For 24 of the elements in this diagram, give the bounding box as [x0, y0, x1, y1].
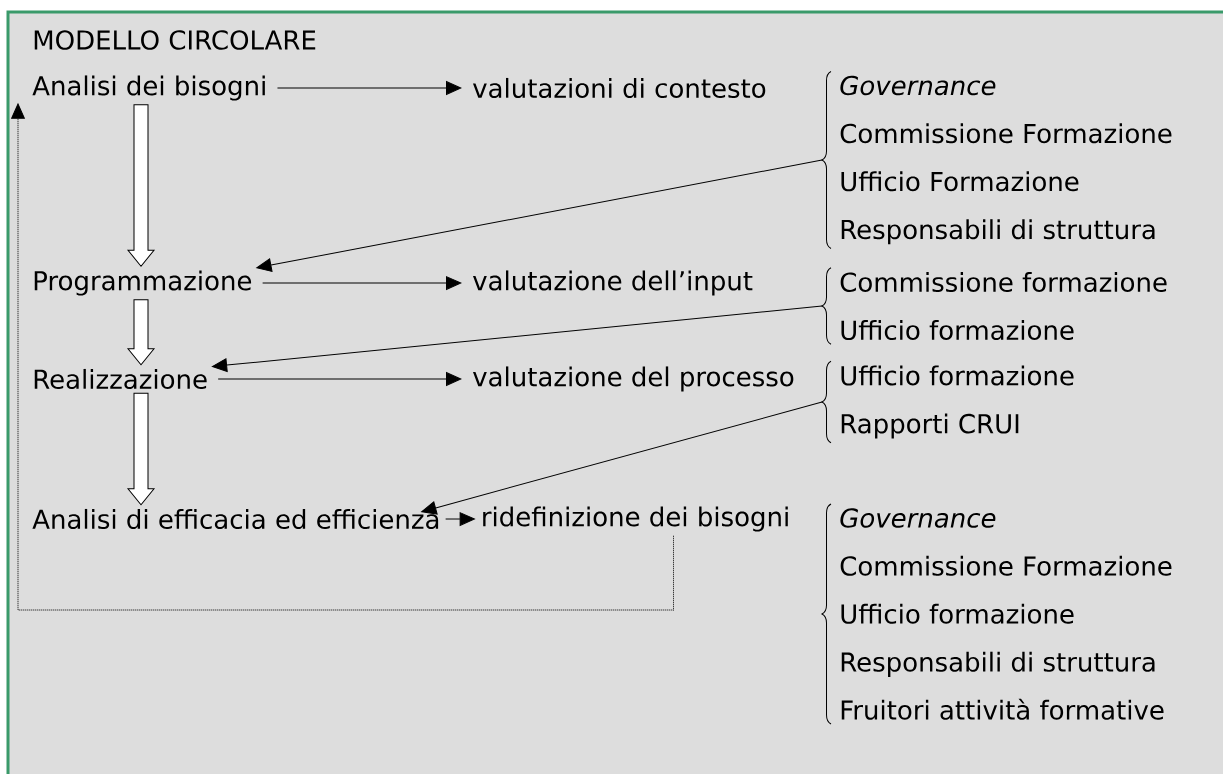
arrow: [445, 512, 475, 526]
arrow: [217, 372, 462, 386]
title: MODELLO CIRCOLARE: [34, 30, 316, 50]
step-label: valutazione dell’input: [473, 270, 753, 296]
block-arrow: [127, 392, 155, 506]
brace-group: Ufficio formazione Rapporti CRUI: [821, 360, 1074, 444]
brace-group: Governance Commissione Formazione Ufficio formazione Responsabili di struttura Fruitori attività formative: [821, 503, 1172, 725]
arrow: [256, 159, 823, 272]
arrow: [276, 81, 462, 95]
arrow: [421, 401, 823, 515]
block-arrow: [127, 104, 155, 267]
arrow: [262, 276, 462, 290]
step-label: Realizzazione: [34, 368, 207, 390]
block-arrow: [127, 299, 155, 366]
step-label: ridefinizione dei bisogni: [483, 506, 788, 532]
step-label: Programmazione: [34, 270, 252, 296]
loop-arrow: [11, 103, 674, 611]
brace-group: Commissione formazione Ufficio formazione: [821, 267, 1167, 345]
step-label: valutazione del processo: [473, 366, 794, 392]
brace-group: Governance Commissione Formazione Ufficio Formazione Responsabili di struttura: [821, 70, 1172, 250]
step-label: valutazioni di contesto: [473, 77, 766, 99]
step-label: Analisi di efficacia ed efficienza: [32, 508, 439, 530]
arrow: [211, 305, 823, 372]
step-label: Analisi dei bisogni: [32, 75, 265, 101]
